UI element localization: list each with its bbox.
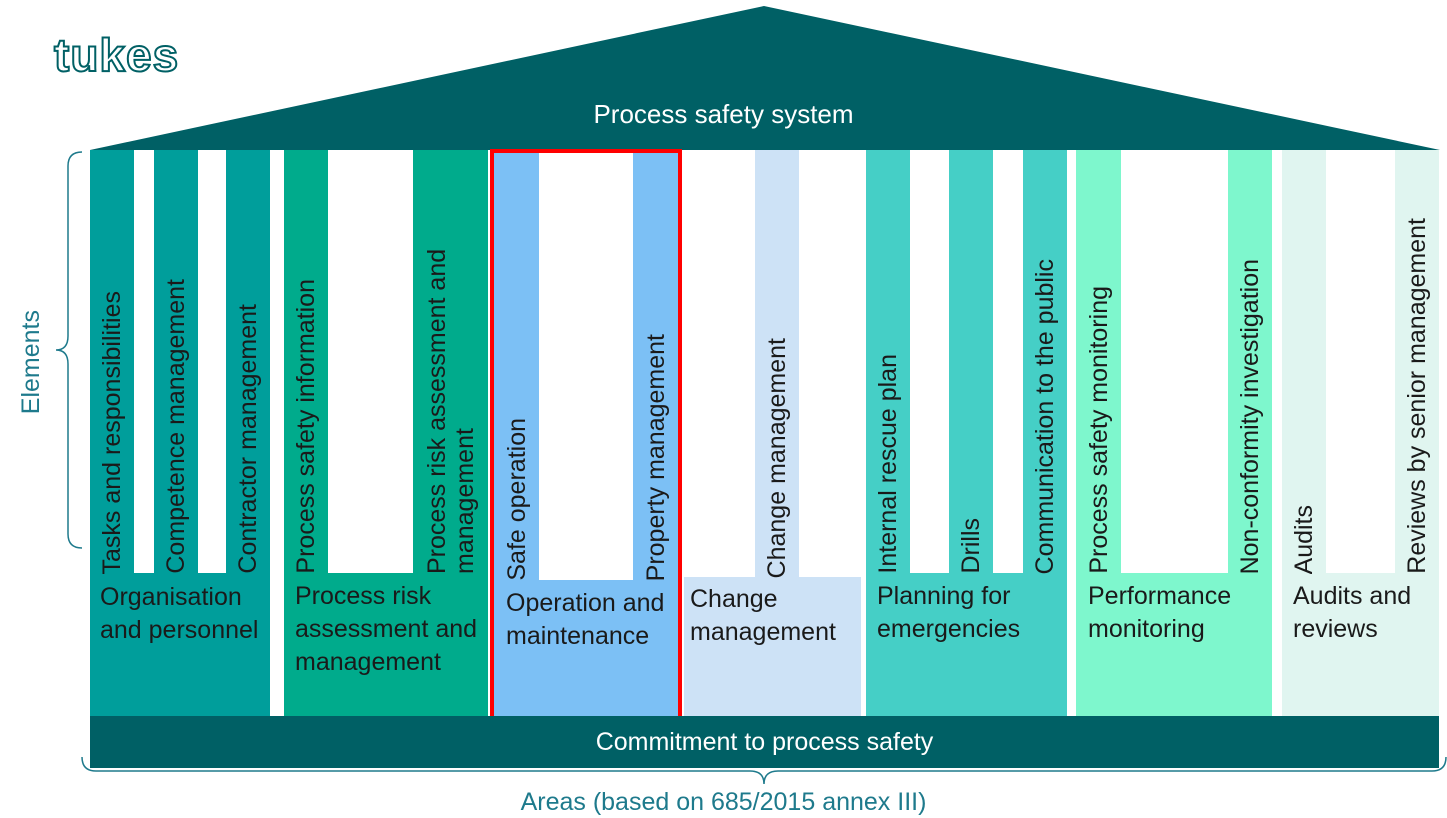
- pillar-label: Drills: [957, 518, 985, 574]
- pillar-communication-to-the-public: Communication to the public: [1023, 150, 1067, 574]
- area-label: Planning for emergencies: [877, 582, 1021, 643]
- areas-brace: [81, 756, 1447, 785]
- area-label: Organisation and personnel: [100, 583, 259, 644]
- area-base-block: [684, 577, 861, 716]
- area-base-block: [494, 580, 678, 716]
- roof: [90, 6, 1440, 150]
- area-base-block: [1282, 573, 1439, 716]
- pillar-label: Reviews by senior management: [1403, 218, 1431, 574]
- pillar-internal-rescue-plan: Internal rescue plan: [866, 150, 910, 574]
- pillar-drills: Drills: [949, 150, 993, 574]
- area-label: Change management: [690, 585, 836, 646]
- highlight-frame: [490, 149, 682, 720]
- pillar-process-safety-monitoring: Process safety monitoring: [1076, 150, 1121, 574]
- pillar-label: Change management: [763, 337, 791, 578]
- area-label: Process risk assessment and management: [295, 582, 478, 676]
- pillar-label: Process safety monitoring: [1084, 286, 1113, 574]
- pillar-contractor-management: Contractor management: [226, 150, 270, 574]
- pillar-property-management: Property management: [633, 150, 678, 581]
- pillar-label: Audits: [1290, 504, 1318, 574]
- area-label: Operation and maintenance: [506, 589, 665, 650]
- tukes-logo: tukes: [53, 29, 180, 81]
- area-label: Audits and reviews: [1293, 582, 1412, 643]
- elements-label-text: Elements: [17, 310, 45, 415]
- pillar-label: Non-conformity investigation: [1236, 258, 1264, 574]
- pillar-non-conformity-investigation: Non-conformity investigation: [1228, 150, 1272, 574]
- pillar-reviews-by-senior-management: Reviews by senior management: [1395, 150, 1439, 574]
- elements-label: Elements: [17, 310, 51, 414]
- pillar-label: Internal rescue plan: [874, 354, 902, 574]
- areas-label: Areas (based on 685/2015 annex III): [520, 788, 927, 816]
- area-base-block: [866, 573, 1067, 716]
- pillar-audits: Audits: [1282, 150, 1326, 574]
- elements-brace: [55, 151, 83, 549]
- pillar-process-risk-assessment-and-management: Process risk assessment and management: [413, 150, 488, 574]
- pillar-label: Communication to the public: [1031, 258, 1059, 574]
- area-label: Performance monitoring: [1088, 582, 1232, 643]
- pillar-safe-operation: Safe operation: [494, 150, 539, 581]
- pillar-label: Competence management: [162, 279, 190, 574]
- pillar-label: Contractor management: [234, 304, 262, 574]
- pillar-label: Tasks and responsibilities: [98, 290, 126, 574]
- area-base-block: [90, 573, 270, 716]
- pillar-label: Process safety information: [292, 279, 320, 574]
- area-base-block: [1076, 573, 1272, 716]
- pillar-process-safety-information: Process safety information: [284, 150, 328, 574]
- pillar-tasks-and-responsibilities: Tasks and responsibilities: [90, 150, 134, 574]
- commitment-base: Commitment to process safety: [90, 716, 1439, 768]
- roof-title: Process safety system: [593, 99, 854, 129]
- area-base-block: [284, 573, 488, 716]
- pillar-competence-management: Competence management: [154, 150, 198, 574]
- pillar-label: Process risk assessment and management: [422, 248, 479, 574]
- pillar-change-management: Change management: [755, 150, 799, 578]
